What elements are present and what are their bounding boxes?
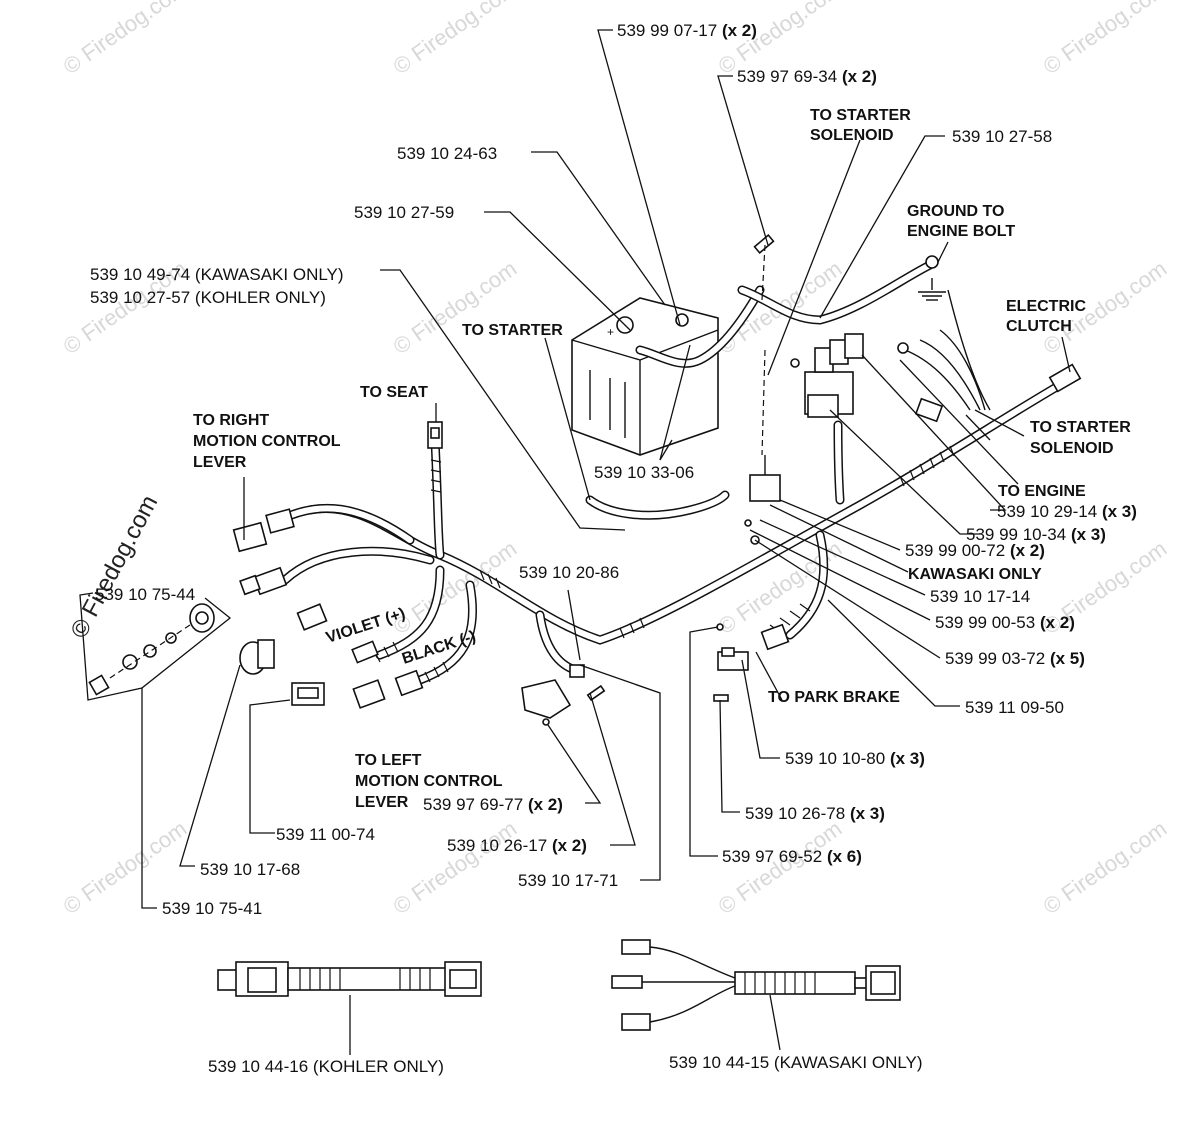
electric-clutch-connector [1048, 363, 1082, 393]
label-539101714: 539 10 17-14 [930, 587, 1030, 606]
circuit-breaker [744, 244, 781, 545]
label-539102086: 539 10 20-86 [519, 563, 619, 582]
callout-to-starter-solenoid-right: SOLENOID [1030, 440, 1114, 457]
label-539990372: 539 99 03-72 (x 5) [945, 649, 1085, 668]
watermark: © Firedog.com [59, 0, 192, 79]
connector-right-lever [232, 508, 295, 553]
callout-to-right-lever: MOTION CONTROL [193, 433, 341, 450]
label-539104974: 539 10 49-74 (KAWASAKI ONLY) [90, 265, 344, 284]
park-brake-connector [760, 623, 790, 651]
label-539976977: 539 97 69-77 (x 2) [423, 795, 563, 814]
callout-to-right-lever: LEVER [193, 454, 247, 471]
label-539102678: 539 10 26-78 (x 3) [745, 804, 885, 823]
callout-to-park-brake: TO PARK BRAKE [768, 689, 900, 706]
leader-lines [79, 29, 1071, 1055]
label-539107544: 539 10 75-44 [95, 585, 195, 604]
connector-fuse-holder [239, 566, 288, 596]
callout-to-right-lever: TO RIGHT [193, 412, 269, 429]
label-539110074: 539 11 00-74 [276, 825, 375, 844]
label-539101771: 539 10 17-71 [518, 871, 618, 890]
label-539990072: 539 99 00-72 (x 2) [905, 541, 1045, 560]
callout-to-left-lever: LEVER [355, 794, 409, 811]
indicator-light [239, 639, 275, 675]
callout-ground: GROUND TO [907, 203, 1004, 220]
seat-switch-bracket [521, 664, 606, 726]
label-539102914: 539 10 29-14 (x 3) [997, 502, 1137, 521]
label-539104416: 539 10 44-16 (KOHLER ONLY) [208, 1057, 444, 1076]
callout-ground: ENGINE BOLT [907, 223, 1015, 240]
watermark: © Firedog.com [389, 256, 522, 359]
label-539976952: 539 97 69-52 (x 6) [722, 847, 862, 866]
battery: + [571, 297, 719, 456]
callout-kawasaki-only: KAWASAKI ONLY [908, 566, 1042, 583]
relay-block [790, 333, 864, 418]
callout-to-starter: TO STARTER [462, 322, 563, 339]
engine-leads [897, 289, 991, 423]
label-539107541: 539 10 75-41 [162, 899, 262, 918]
harness-kohler [217, 961, 482, 997]
svg-text:+: + [607, 325, 614, 339]
part-number-labels: 539 99 07-17 (x 2) 539 97 69-34 (x 2) 53… [90, 21, 1137, 1076]
hour-meter [291, 682, 325, 706]
callout-to-left-lever: TO LEFT [355, 752, 422, 769]
connector-seat [427, 421, 443, 449]
label-539103306: 539 10 33-06 [594, 463, 694, 482]
harness-corrugation [374, 445, 955, 683]
label-539102758: 539 10 27-58 [952, 127, 1052, 146]
callout-to-starter-solenoid-right: TO STARTER [1030, 419, 1131, 436]
label-539104415: 539 10 44-15 (KAWASAKI ONLY) [669, 1053, 923, 1072]
watermark: © Firedog.com [1039, 816, 1172, 919]
callout-electric-clutch: ELECTRIC [1006, 298, 1086, 315]
watermark: © Firedog.com [1039, 0, 1172, 79]
label-539102463: 539 10 24-63 [397, 144, 497, 163]
key-switch-assembly [88, 603, 215, 696]
callout-to-engine: TO ENGINE [998, 483, 1086, 500]
callout-to-starter-solenoid: TO STARTER [810, 107, 911, 124]
side-watermark: © Firedog.com [65, 491, 163, 643]
label-539976934: 539 97 69-34 (x 2) [737, 67, 877, 86]
callout-electric-clutch: CLUTCH [1006, 318, 1072, 335]
watermark: © Firedog.com [389, 816, 522, 919]
label-539101080: 539 10 10-80 (x 3) [785, 749, 925, 768]
label-539990717: 539 99 07-17 (x 2) [617, 21, 757, 40]
label-539102757: 539 10 27-57 (KOHLER ONLY) [90, 288, 326, 307]
callout-labels: TO STARTER SOLENOID GROUND TO ENGINE BOL… [193, 107, 1131, 811]
harness-kawasaki [611, 939, 901, 1031]
connector-violet-black [296, 603, 379, 664]
label-539102759: 539 10 27-59 [354, 203, 454, 222]
battery-cables [585, 234, 939, 520]
label-539110950: 539 11 09-50 [965, 698, 1064, 717]
watermark: © Firedog.com [389, 0, 522, 79]
park-brake-switch [713, 623, 749, 702]
connector-left-lever [352, 669, 424, 709]
ground-symbol [918, 278, 946, 301]
callout-to-starter-solenoid: SOLENOID [810, 127, 894, 144]
label-539991034: 539 99 10-34 (x 3) [966, 525, 1106, 544]
label-539101768: 539 10 17-68 [200, 860, 300, 879]
label-539102617: 539 10 26-17 (x 2) [447, 836, 587, 855]
callout-to-left-lever: MOTION CONTROL [355, 773, 503, 790]
label-539990053: 539 99 00-53 (x 2) [935, 613, 1075, 632]
watermark: © Firedog.com [714, 816, 847, 919]
callout-to-seat: TO SEAT [360, 384, 428, 401]
